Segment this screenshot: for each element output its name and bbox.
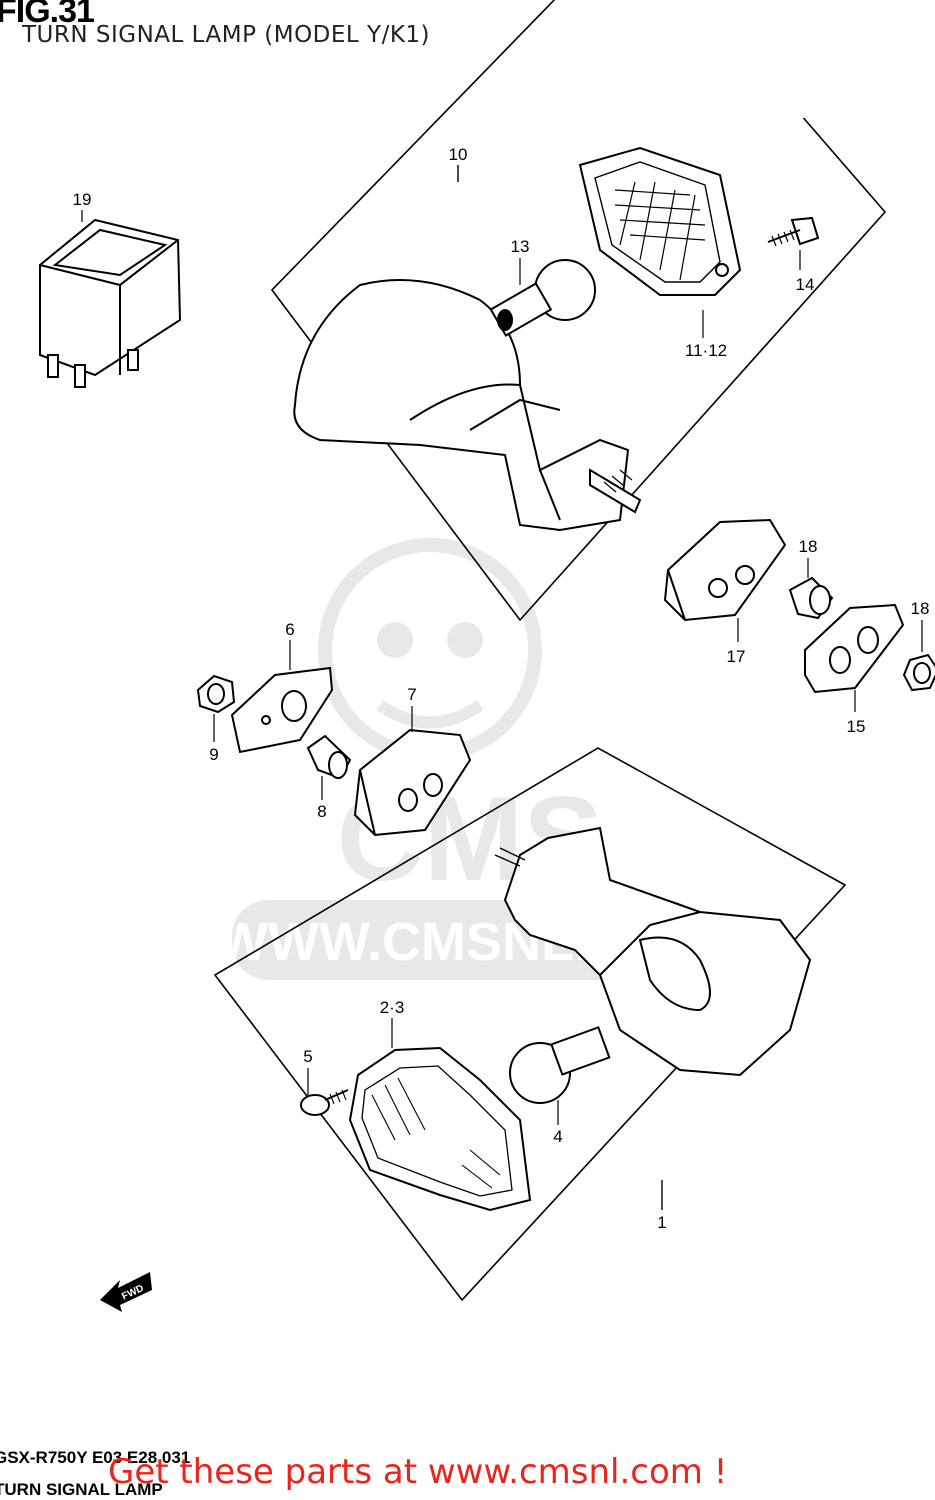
label-part-16: 17 xyxy=(727,647,746,666)
part-1-housing xyxy=(494,826,812,1077)
fwd-arrow-icon xyxy=(100,1272,152,1312)
label-part-18: 18 xyxy=(911,599,930,618)
label-part-10: 10 xyxy=(449,145,468,164)
part-16-gasket xyxy=(663,518,787,622)
diagram-code: GSX-R750Y E03 E28 031 xyxy=(0,1448,191,1467)
label-part-5: 5 xyxy=(303,1047,312,1066)
diagram-caption: TURN SIGNAL LAMP xyxy=(0,1480,163,1499)
part-11-12-lens xyxy=(578,146,742,296)
label-part-6: 6 xyxy=(285,620,294,639)
part-5-screw xyxy=(300,1089,349,1116)
part-4-bulb xyxy=(509,1026,611,1104)
part-14-screw xyxy=(767,216,820,247)
frame-mask xyxy=(620,0,920,118)
label-part-1: 1 xyxy=(657,1213,666,1232)
watermark-mascot-eye-right xyxy=(447,622,483,658)
label-part-15: 15 xyxy=(847,717,866,736)
label-part-9: 9 xyxy=(209,745,218,764)
part-7-gasket xyxy=(353,728,472,837)
assembly-1-frame xyxy=(213,747,847,1302)
assembly-10-frame xyxy=(270,0,887,622)
label-part-11-12: 11·12 xyxy=(685,341,727,360)
watermark-mascot-eye-left xyxy=(377,622,413,658)
watermark-mascot-mouth xyxy=(376,700,484,729)
part-10-housing xyxy=(293,279,642,532)
label-part-13: 13 xyxy=(511,237,530,256)
part-6-plate xyxy=(230,666,334,754)
figure-number: FIG.31 xyxy=(0,0,95,30)
fwd-direction-arrow: FWD xyxy=(100,1272,152,1312)
part-18-nut xyxy=(902,653,935,692)
label-part-19: 19 xyxy=(73,190,92,209)
watermark: CMS WWW.CMSNL.COM xyxy=(217,538,715,980)
label-part-17: 18 xyxy=(799,537,818,556)
part-15-plate xyxy=(804,603,905,694)
part-2-3-lens xyxy=(348,1046,532,1212)
figure-subtitle: TURN SIGNAL LAMP (MODEL Y/K1) xyxy=(22,22,431,48)
part-19-relay xyxy=(39,218,182,388)
part-17-spacer xyxy=(788,576,834,620)
part-8-spacer xyxy=(306,734,352,780)
label-part-7: 7 xyxy=(407,685,416,704)
label-part-8: 8 xyxy=(317,802,326,821)
label-part-2-3: 2·3 xyxy=(380,998,405,1017)
label-part-14: 14 xyxy=(796,275,815,294)
get-parts-link[interactable]: Get these parts at www.cmsnl.com ! xyxy=(108,1452,728,1492)
part-9-nut xyxy=(196,674,236,714)
part-13-bulb xyxy=(489,259,596,337)
label-part-4: 4 xyxy=(553,1127,562,1146)
